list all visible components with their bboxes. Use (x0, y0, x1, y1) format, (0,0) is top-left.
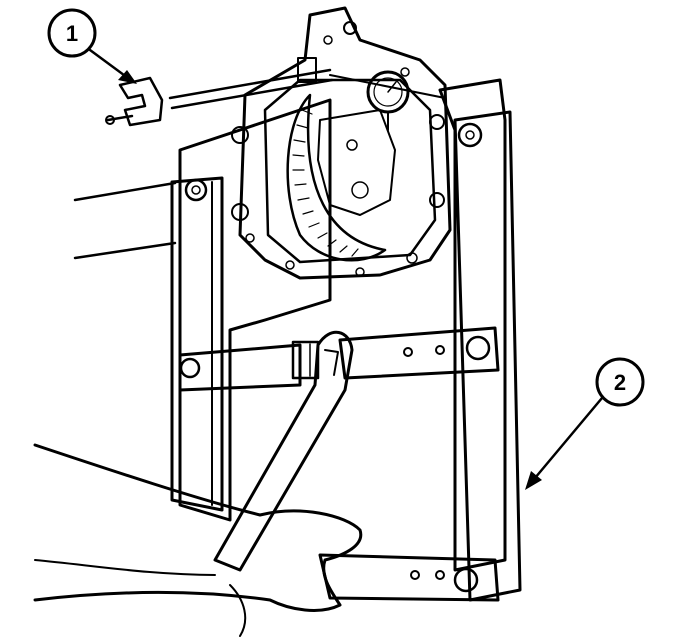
frame-bolt-top-left (184, 178, 208, 202)
c-clamp (105, 57, 446, 127)
lower-bar (318, 553, 500, 602)
callout-1-circle (47, 8, 97, 58)
callout-1-arrowhead (118, 70, 137, 84)
frame-bolt-top-right (457, 122, 483, 148)
hand (33, 443, 363, 637)
differential-housing (231, 6, 452, 280)
ring-gear (286, 93, 387, 262)
callout-1: 1 (47, 8, 137, 84)
left-frame-plate (170, 98, 332, 522)
callout-2-leader (533, 396, 604, 480)
axle-tube (73, 181, 177, 260)
callout-2: 2 (525, 357, 645, 490)
dial-indicator (366, 70, 410, 131)
spreader-frame (438, 78, 522, 602)
callout-2-arrowhead (525, 471, 542, 490)
wrench (213, 330, 354, 572)
callout-1-leader (88, 48, 130, 80)
callout-2-circle (595, 357, 645, 407)
turnbuckle-bar (178, 326, 500, 392)
callout-2-label: 2 (614, 370, 626, 395)
callout-1-label: 1 (66, 21, 78, 46)
